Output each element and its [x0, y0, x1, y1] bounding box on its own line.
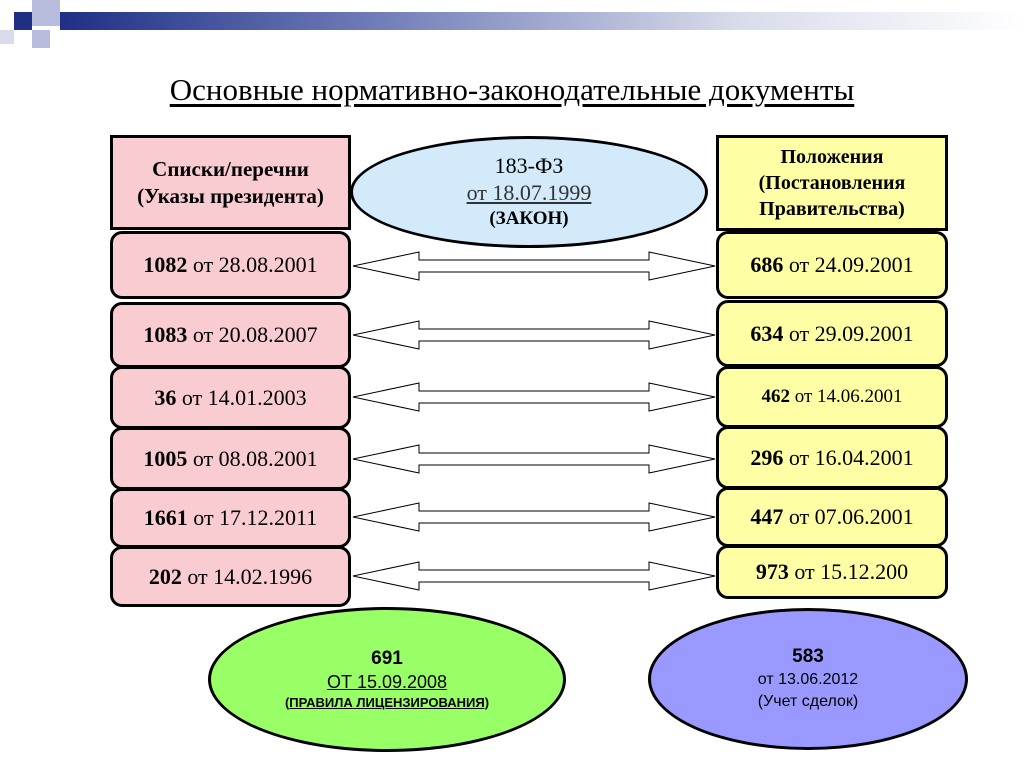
left-item-date: от 28.08.2001: [192, 252, 318, 277]
right-item-number: 296: [750, 444, 784, 470]
right-item-date: от 07.06.2001: [788, 504, 914, 529]
right-item-date: от 29.09.2001: [788, 320, 914, 346]
left-item-number: 1082: [143, 252, 188, 277]
left-item-date: от 17.12.2011: [193, 505, 318, 530]
licensing-number: 691: [371, 647, 403, 669]
right-header-box: Положения (Постановления Правительства): [716, 135, 948, 231]
right-item-date: от 16.04.2001: [788, 444, 914, 470]
double-arrow-4: [352, 444, 716, 474]
right-item-number: 462: [761, 386, 790, 407]
double-arrow-2: [352, 320, 716, 350]
left-item-3: 36 от 14.01.2003: [110, 366, 351, 429]
left-item-date: от 14.01.2003: [181, 384, 307, 410]
left-header-line2: (Указы президента): [137, 183, 324, 208]
right-item-date: от 15.12.200: [794, 559, 909, 584]
double-arrow-3: [352, 382, 716, 412]
deals-number: 583: [792, 646, 824, 667]
right-item-number: 634: [750, 320, 784, 346]
left-item-number: 1083: [143, 322, 188, 347]
deco-square-light: [0, 30, 14, 44]
right-item-4: 296 от 16.04.2001: [716, 426, 948, 489]
deals-note: (Учет сделок): [757, 693, 859, 710]
double-arrow-6: [352, 561, 716, 591]
law-note: (ЗАКОН): [489, 208, 569, 229]
right-item-2: 634 от 29.09.2001: [716, 300, 948, 367]
right-header-line2: (Постановления: [758, 172, 906, 194]
double-arrow-1: [352, 251, 716, 281]
right-item-date: от 24.09.2001: [788, 252, 914, 277]
left-item-date: от 08.08.2001: [192, 445, 318, 471]
law-ellipse: 183-ФЗ от 18.07.1999 (ЗАКОН): [350, 136, 708, 248]
deals-accounting-ellipse: 583 от 13.06.2012 (Учет сделок): [648, 608, 968, 750]
deco-square-navy: [14, 12, 32, 30]
left-item-6: 202 от 14.02.1996: [110, 546, 351, 607]
right-item-number: 973: [755, 559, 789, 584]
left-item-2: 1083 от 20.08.2007: [110, 302, 351, 368]
right-item-number: 447: [750, 504, 784, 529]
page-title: Основные нормативно-законодательные доку…: [169, 72, 855, 107]
law-number: 183-ФЗ: [494, 153, 564, 178]
left-item-date: от 14.02.1996: [187, 563, 313, 589]
left-header-box: Списки/перечни (Указы президента): [110, 135, 351, 230]
law-date: от 18.07.1999: [466, 180, 592, 205]
right-item-date: от 14.06.2001: [794, 386, 903, 407]
left-item-date: от 20.08.2007: [192, 322, 318, 347]
right-item-5: 447 от 07.06.2001: [716, 487, 948, 547]
right-header-line3: Правительства): [759, 198, 905, 220]
right-item-6: 973 от 15.12.200: [716, 545, 948, 599]
top-gradient-line: [60, 12, 1024, 30]
deals-date: от 13.06.2012: [757, 671, 859, 688]
licensing-note: (ПРАВИЛА ЛИЦЕНЗИРОВАНИЯ): [284, 694, 490, 710]
right-item-1: 686 от 24.09.2001: [716, 231, 948, 299]
right-header-line1: Положения: [780, 146, 884, 168]
left-item-number: 202: [148, 563, 182, 589]
left-header-line1: Списки/перечни: [152, 156, 309, 181]
left-item-number: 36: [154, 384, 177, 410]
licensing-date: ОТ 15.09.2008: [326, 671, 448, 692]
right-item-number: 686: [750, 252, 784, 277]
left-item-number: 1005: [143, 445, 188, 471]
right-item-3: 462 от 14.06.2001: [716, 366, 948, 428]
left-item-number: 1661: [143, 505, 188, 530]
deco-square-lavender-2: [32, 30, 50, 48]
double-arrow-5: [352, 502, 716, 532]
corner-decoration: [0, 0, 60, 60]
licensing-rules-ellipse: 691 ОТ 15.09.2008 (ПРАВИЛА ЛИЦЕНЗИРОВАНИ…: [208, 607, 566, 752]
left-item-1: 1082 от 28.08.2001: [110, 231, 351, 299]
deco-square-lavender: [32, 0, 60, 26]
